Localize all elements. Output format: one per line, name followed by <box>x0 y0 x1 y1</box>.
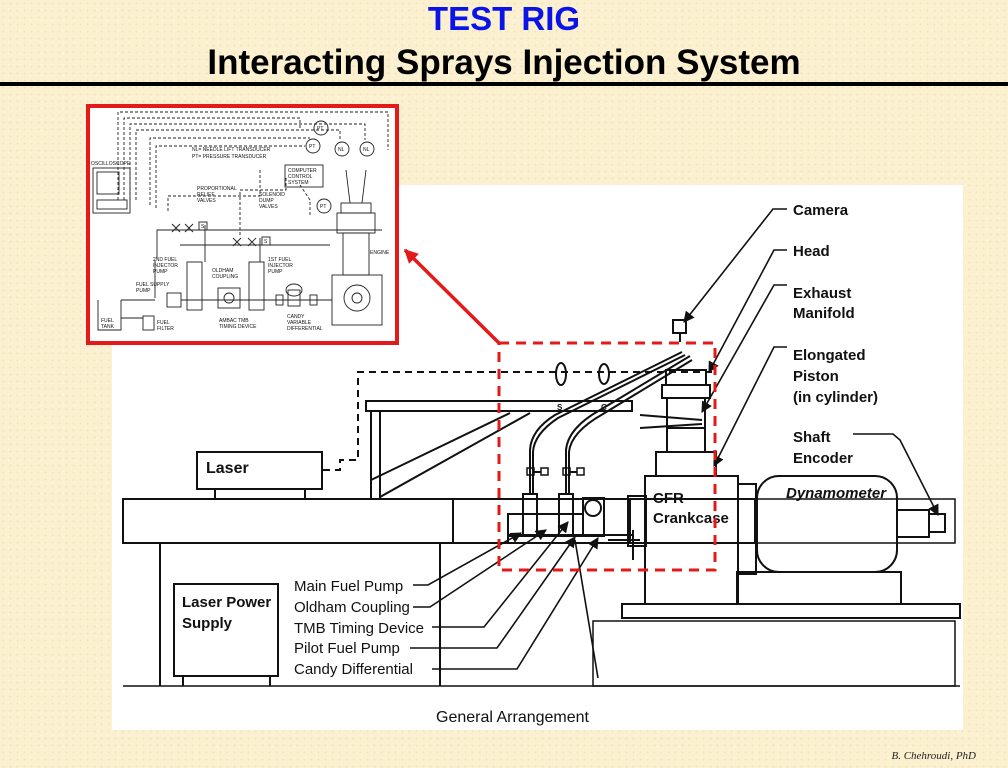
inset-engine: ENGINE <box>370 250 390 256</box>
label-shaft-1: Shaft <box>793 429 831 446</box>
inset-tank-2: TANK <box>101 324 115 330</box>
inset-relief-3: VALVES <box>197 198 216 204</box>
laser-power-supply-box <box>173 583 279 677</box>
inset-computer-1: COMPUTER <box>288 168 317 174</box>
label-laser: Laser <box>206 460 249 477</box>
inset-pump2-2: INJECTOR <box>153 263 178 269</box>
inset-dump-3: VALVES <box>259 204 278 210</box>
slide-title: TEST RIG <box>427 0 581 37</box>
highlight-arrow <box>403 248 501 345</box>
label-dynamometer: Dynamometer <box>786 485 887 502</box>
label-main-fuel-pump: Main Fuel Pump <box>294 578 403 595</box>
inset-pump1-2: INJECTOR <box>268 263 293 269</box>
inset-pump1-1: 1ST FUEL <box>268 257 291 263</box>
inset-candy-3: DIFFERENTIAL <box>287 326 323 332</box>
label-rail-c: C <box>601 403 607 412</box>
inset-candy-1: CANDY <box>287 314 305 320</box>
label-piston-1: Elongated <box>793 347 866 364</box>
label-piston-3: (in cylinder) <box>793 389 878 406</box>
inset-pt-2: PT <box>309 144 315 150</box>
inset-pump1-3: PUMP <box>268 269 283 275</box>
label-tmb-timing: TMB Timing Device <box>294 620 424 637</box>
inset-frame <box>86 104 399 345</box>
inset-s-1: S <box>201 224 205 230</box>
inset-nl-1: NL <box>338 147 345 153</box>
label-camera: Camera <box>793 202 849 219</box>
inset-filter-1: FUEL <box>157 320 170 326</box>
laser-box <box>196 451 323 490</box>
label-exhaust-1: Exhaust <box>793 285 851 302</box>
inset-supply-2: PUMP <box>136 288 151 294</box>
label-power-1: Laser Power <box>182 594 271 611</box>
inset-nl-2: NL <box>363 147 370 153</box>
slide-subtitle: Interacting Sprays Injection System <box>207 43 801 82</box>
label-exhaust-2: Manifold <box>793 305 855 322</box>
label-rail-s: S <box>557 403 563 412</box>
inset-legend-nl: NL= NEEDLE LIFT TRANSDUCER <box>192 147 271 153</box>
inset-schematic: NL= NEEDLE LIFT TRANSDUCER PT= PRESSURE … <box>86 104 399 345</box>
inset-pump2-1: 2ND FUEL <box>153 257 177 263</box>
label-piston-2: Piston <box>793 368 839 385</box>
inset-computer-2: CONTROL <box>288 174 313 180</box>
inset-supply-1: FUEL SUPPLY <box>136 282 170 288</box>
inset-pump2-3: PUMP <box>153 269 168 275</box>
inset-relief-1: PROPORTIONAL <box>197 186 237 192</box>
inset-candy-2: VARIABLE <box>287 320 312 326</box>
inset-relief-2: RELIEF <box>197 192 215 198</box>
inset-legend-pt: PT= PRESSURE TRANSDUCER <box>192 154 267 160</box>
inset-pt-3: PT <box>320 204 326 210</box>
caption-general-arrangement: General Arrangement <box>436 709 590 726</box>
inset-tank-1: FUEL <box>101 318 114 324</box>
inset-s-2: S <box>264 239 268 245</box>
title-divider <box>0 82 1008 86</box>
inset-dump-1: SOLENOID <box>259 192 285 198</box>
label-shaft-2: Encoder <box>793 450 853 467</box>
inset-computer-3: SYSTEM <box>288 180 309 186</box>
label-pilot-fuel-pump: Pilot Fuel Pump <box>294 640 400 657</box>
inset-filter-2: FILTER <box>157 326 174 332</box>
inset-oscilloscope: OSCILLOSCOPE <box>91 161 131 167</box>
label-head: Head <box>793 243 830 260</box>
inset-pt-1: PT <box>317 126 323 132</box>
label-power-2: Supply <box>182 615 233 632</box>
inset-ambac-1: AMBAC TMB <box>219 318 249 324</box>
label-cfr-1: CFR <box>653 490 684 507</box>
author-credit: B. Chehroudi, PhD <box>891 750 976 762</box>
label-cfr-2: Crankcase <box>653 510 729 527</box>
highlight-region <box>497 341 717 572</box>
label-candy-differential: Candy Differential <box>294 661 413 678</box>
inset-oldham-2: COUPLING <box>212 274 238 280</box>
inset-dump-2: DUMP <box>259 198 274 204</box>
inset-ambac-2: TIMING DEVICE <box>219 324 257 330</box>
inset-oldham-1: OLDHAM <box>212 268 233 274</box>
label-oldham-coupling: Oldham Coupling <box>294 599 410 616</box>
